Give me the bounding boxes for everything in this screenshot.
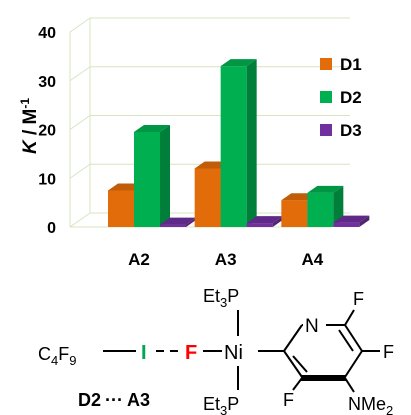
bar-A2-D2 (134, 124, 170, 227)
gridline-side (69, 17, 91, 33)
bar-top (134, 124, 170, 132)
legend-swatch-D1 (320, 58, 332, 70)
bar-side (246, 59, 257, 227)
molecule-diagram: C4F9 I F Ni Et3P Et3P N F F F NMe2 D2···… (38, 286, 394, 415)
bar-A3-D3 (246, 216, 283, 227)
legend-label-D3: D3 (340, 121, 362, 140)
bond-ring-f1 (344, 309, 355, 326)
gridline-side (69, 66, 91, 82)
y-tick-label: 20 (38, 123, 56, 140)
bar-front (160, 224, 186, 227)
ring-fluorine-1: F (353, 289, 364, 309)
bar-front (108, 190, 134, 227)
y-axis-label: K / M-1 (18, 98, 41, 154)
bar-A2-D3 (160, 217, 196, 227)
bond-ring-f3 (292, 377, 303, 391)
bar-A3-D2 (220, 59, 257, 227)
pet3-top: Et3P (203, 286, 239, 310)
bar-A4-D3 (333, 215, 370, 227)
y-tick-label: 0 (47, 220, 56, 237)
bar-side (359, 215, 370, 227)
bar-A4-D2 (307, 185, 344, 227)
bar-front (281, 200, 308, 227)
bar-top (246, 216, 283, 224)
legend-label-D1: D1 (340, 55, 362, 74)
y-tick-label: 40 (38, 25, 56, 42)
gridline-side (69, 212, 91, 228)
legend-label-D2: D2 (340, 88, 362, 107)
nickel-atom: Ni (224, 342, 243, 364)
pet3-bottom: Et3P (203, 394, 239, 415)
c4f9-label: C4F9 (38, 344, 76, 368)
category-label-A4: A4 (301, 250, 323, 269)
iodine-atom: I (141, 342, 147, 364)
bar-front (220, 66, 247, 227)
bar-top (160, 217, 196, 225)
bar-top (333, 215, 370, 223)
legend-swatch-D2 (320, 91, 332, 103)
complex-label: D2···A3 (78, 390, 150, 410)
ticks-layer: 0 10 20 30 40 (38, 25, 56, 237)
bar-side (186, 217, 196, 227)
bars-layer (108, 59, 370, 227)
gridline-side (69, 115, 91, 130)
nme2-group: NMe2 (348, 394, 393, 415)
pyridine-ring (283, 324, 363, 381)
ring-nitrogen: N (305, 316, 319, 337)
category-label-A3: A3 (215, 250, 237, 269)
bar-side (272, 216, 283, 227)
legend-swatch-D3 (320, 124, 332, 136)
ring-fluorine-2: F (383, 342, 394, 362)
bar-front (194, 168, 221, 227)
gridline-side (69, 163, 91, 179)
bond-ring-nme2 (344, 377, 355, 393)
bar-front (333, 222, 360, 227)
ring-fluorine-3: F (283, 390, 294, 410)
fluoride-atom: F (185, 342, 197, 364)
bar-side (333, 185, 344, 227)
bar-top (220, 59, 257, 67)
category-label-A2: A2 (128, 250, 150, 269)
bar-side (160, 124, 170, 227)
bar-front (307, 192, 334, 227)
bar-top (307, 185, 344, 193)
category-labels: A2 A3 A4 (128, 250, 324, 269)
y-tick-label: 30 (38, 74, 56, 91)
bar-front (246, 223, 273, 227)
y-tick-label: 10 (38, 171, 56, 188)
bar-front (134, 131, 160, 227)
